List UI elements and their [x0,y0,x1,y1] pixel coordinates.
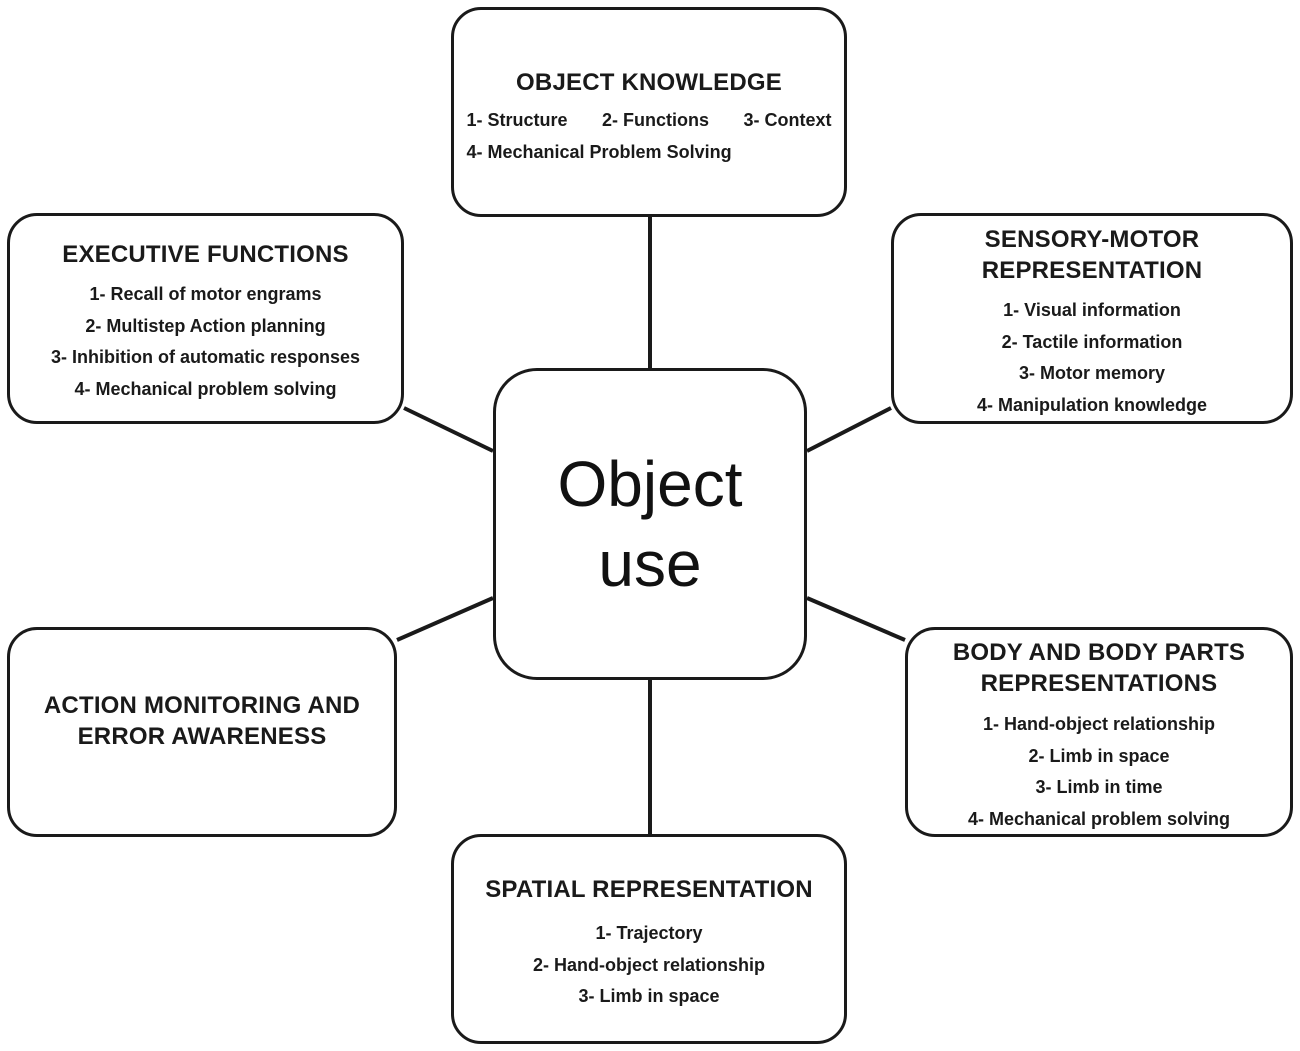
executive-functions-list: 1- Recall of motor engrams 2- Multistep … [51,279,360,405]
object-use-label: Object use [558,444,743,604]
executive-functions-item: 4- Mechanical problem solving [74,378,337,399]
connector-upper-left [403,406,494,453]
sensory-motor-list: 1- Visual information 2- Tactile informa… [977,295,1207,421]
object-knowledge-list: 1- Structure 2- Functions 3- Context 4- … [467,105,832,168]
sensory-motor-title-line: REPRESENTATION [981,257,1203,284]
body-parts-list: 1- Hand-object relationship 2- Limb in s… [968,709,1230,835]
body-parts-item: 4- Mechanical problem solving [967,808,1231,829]
sensory-motor-item: 1- Visual information [1003,300,1181,320]
object-knowledge-item: 1- Structure [466,110,568,130]
sensory-motor-item: 4- Manipulation knowledge [976,394,1207,415]
spatial-representation-item: 2- Hand-object relationship [532,954,766,975]
spatial-representation-box: SPATIAL REPRESENTATION 1- Trajectory 2- … [451,834,847,1044]
object-knowledge-item: 3- Context [743,110,832,130]
object-knowledge-item: 4- Mechanical Problem Solving [466,141,732,162]
action-monitoring-title-line: ACTION MONITORING AND [43,692,361,719]
spatial-representation-item: 1- Trajectory [595,923,703,943]
object-use-center-box: Object use [493,368,807,680]
sensory-motor-item: 3- Motor memory [1018,363,1165,383]
object-knowledge-item: 2- Functions [602,110,709,130]
executive-functions-item: 2- Multistep Action planning [85,315,326,336]
sensory-motor-title-line: SENSORY-MOTOR [984,226,1200,253]
connector-lower-left [396,596,494,642]
sensory-motor-box: SENSORY-MOTOR REPRESENTATION 1- Visual i… [891,213,1293,424]
body-parts-item: 3- Limb in time [1035,777,1163,797]
executive-functions-box: EXECUTIVE FUNCTIONS 1- Recall of motor e… [7,213,404,424]
connector-lower-right [806,596,906,642]
body-parts-title-line: BODY AND BODY PARTS [952,639,1246,666]
object-knowledge-box: OBJECT KNOWLEDGE 1- Structure 2- Functio… [451,7,847,217]
body-parts-item: 2- Limb in space [1028,745,1170,766]
action-monitoring-box: ACTION MONITORING AND ERROR AWARENESS [7,627,397,837]
object-knowledge-row: 4- Mechanical Problem Solving [467,137,832,169]
executive-functions-item: 1- Recall of motor engrams [89,284,322,304]
connector-upper-right [806,406,892,453]
object-use-line: use [598,528,702,600]
body-parts-box: BODY AND BODY PARTS REPRESENTATIONS 1- H… [905,627,1293,837]
spatial-representation-item: 3- Limb in space [578,986,720,1006]
object-knowledge-title: OBJECT KNOWLEDGE [516,69,782,96]
body-parts-item: 1- Hand-object relationship [982,714,1215,734]
body-parts-title-line: REPRESENTATIONS [980,670,1218,697]
object-use-line: Object [557,448,743,520]
action-monitoring-title-line: ERROR AWARENESS [77,723,327,750]
spatial-representation-list: 1- Trajectory 2- Hand-object relationshi… [533,918,765,1013]
executive-functions-item: 3- Inhibition of automatic responses [50,347,361,367]
object-knowledge-row: 1- Structure 2- Functions 3- Context [467,105,832,137]
executive-functions-title: EXECUTIVE FUNCTIONS [62,241,349,268]
sensory-motor-item: 2- Tactile information [1001,331,1183,352]
spatial-representation-title: SPATIAL REPRESENTATION [485,876,813,903]
